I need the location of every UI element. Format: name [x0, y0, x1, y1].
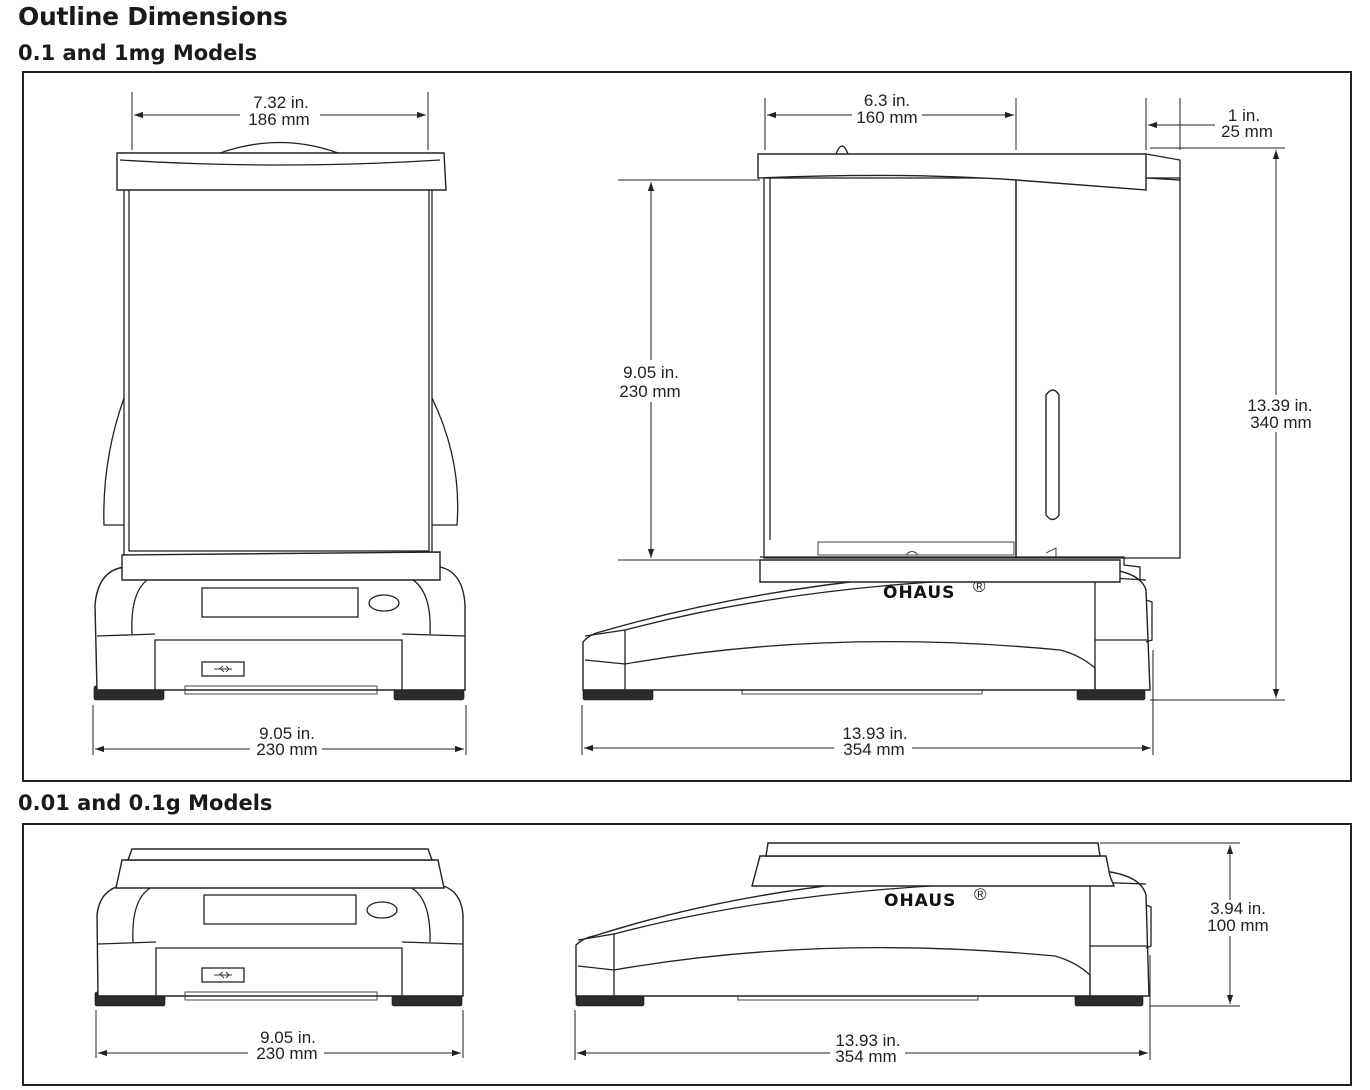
dim-base-depth-in-g: 13.93 in.	[835, 1031, 900, 1050]
page-title: Outline Dimensions	[18, 2, 288, 31]
front-view-mg: 7.32 in. 186 mm 9.05 in. 230 mm	[92, 92, 467, 759]
dim-top-width-mm: 186 mm	[248, 110, 309, 129]
tare-button	[368, 594, 400, 612]
dim-total-height-in: 13.39 in.	[1247, 396, 1312, 415]
dim-chamber-depth-in: 6.3 in.	[864, 91, 910, 110]
dim-base-depth-in: 13.93 in.	[842, 724, 907, 743]
front-view-g: 9.05 in. 230 mm	[94, 848, 464, 1063]
dim-chamber-depth-mm: 160 mm	[856, 108, 917, 127]
display-screen	[201, 587, 359, 618]
dim-base-width-mm-g: 230 mm	[256, 1044, 317, 1063]
dim-chamber-height-in: 9.05 in.	[623, 363, 679, 382]
dim-base-depth-mm-g: 354 mm	[835, 1047, 896, 1066]
side-view-mg: OHAUS ® 6.3 in. 160 mm 1 in. 25 mm	[581, 91, 1313, 759]
dim-base-depth-mm: 354 mm	[843, 740, 904, 759]
section-title-mg-models: 0.1 and 1mg Models	[18, 41, 258, 65]
dim-chamber-height-mm: 230 mm	[619, 382, 680, 401]
section-title-g-models: 0.01 and 0.1g Models	[18, 791, 273, 815]
dim-top-width-in: 7.32 in.	[253, 93, 309, 112]
brand-logo-side-mg: OHAUS	[883, 583, 955, 603]
usb-icon	[214, 665, 232, 673]
dim-overhang-mm: 25 mm	[1221, 122, 1273, 141]
side-view-g: OHAUS ® 3.94 in. 100 mm 13.93 in. 354 mm	[574, 842, 1269, 1066]
dim-total-height-mm: 340 mm	[1250, 413, 1311, 432]
dim-base-width-in: 9.05 in.	[259, 724, 315, 743]
svg-text:®: ®	[974, 885, 987, 904]
brand-logo-side-g: OHAUS	[884, 891, 956, 911]
dim-height-in-g: 3.94 in.	[1210, 899, 1266, 918]
dim-base-width-in-g: 9.05 in.	[260, 1028, 316, 1047]
dim-height-mm-g: 100 mm	[1207, 916, 1268, 935]
dim-overhang-in: 1 in.	[1228, 106, 1260, 125]
dim-base-width-mm: 230 mm	[256, 740, 317, 759]
